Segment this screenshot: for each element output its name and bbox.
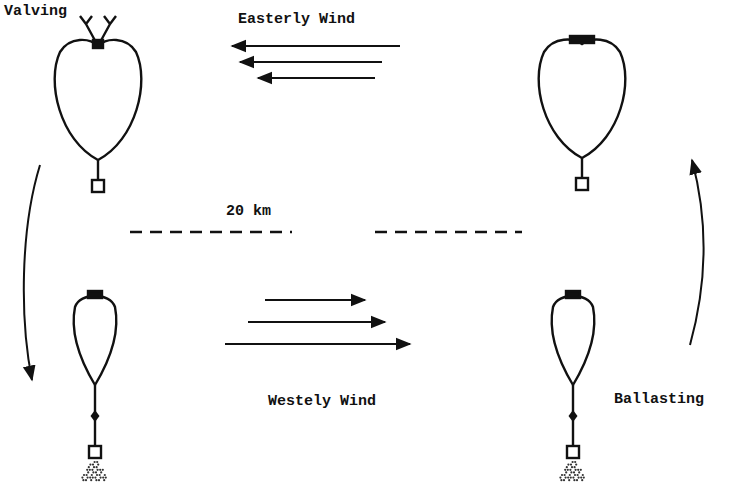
ballast-grain [575, 469, 577, 471]
ballast-grain [567, 469, 569, 471]
ballast-grain [96, 461, 98, 463]
ballast-grain [559, 477, 561, 479]
ballast-grain [89, 469, 91, 471]
ballast-grain [572, 477, 574, 479]
wind-arrows [232, 46, 400, 78]
ballast-grain [94, 461, 96, 463]
ballast-grain [567, 477, 569, 479]
ballast-grain [87, 477, 89, 479]
ballast-grain [580, 469, 582, 471]
ballast-grain [577, 469, 579, 471]
ballast-grain [104, 474, 106, 476]
ballast-grain [99, 469, 101, 471]
ballast-grain [561, 474, 563, 476]
balloon-envelope [539, 40, 626, 158]
ballast-grain [574, 466, 576, 468]
ballast-grain [92, 464, 94, 466]
ballast-grain [573, 471, 575, 473]
wind-label: Westely Wind [268, 394, 376, 411]
ballast-grain [98, 479, 100, 481]
ballast-grain [580, 477, 582, 479]
ballast-grain [86, 469, 88, 471]
ballast-grain [86, 474, 88, 476]
ballast-grain [577, 474, 579, 476]
ballast-grain [91, 469, 93, 471]
ballast-grain [569, 469, 571, 471]
ballast-grain [583, 477, 585, 479]
ballasting-label: Ballasting [614, 392, 704, 409]
ballast-grain [578, 471, 580, 473]
ballast-grain [87, 471, 89, 473]
ballast-grain [88, 466, 90, 468]
ballast-grain [96, 474, 98, 476]
ballast-grain [571, 466, 573, 468]
ballast-grain [570, 477, 572, 479]
ballast-grain [574, 461, 576, 463]
descent-arrow [24, 165, 40, 380]
ballast-grain [94, 477, 96, 479]
ballast-grain [581, 479, 583, 481]
ballast-grain [564, 469, 566, 471]
ballast-grain [95, 471, 97, 473]
ballast-grain [569, 474, 571, 476]
altitude-line [130, 231, 522, 233]
ballast-grain [566, 466, 568, 468]
valving-label: Valving [4, 4, 67, 21]
ballast-grain [89, 464, 91, 466]
ballast-grain [560, 479, 562, 481]
ballast-grain [575, 464, 577, 466]
ballast-grain [103, 479, 105, 481]
ballast-grain [572, 461, 574, 463]
ballast-grain [570, 464, 572, 466]
ballast-grain [102, 477, 104, 479]
ballast-grain [100, 477, 102, 479]
wind-label: Easterly Wind [238, 12, 355, 29]
ballast-grain [570, 471, 572, 473]
ballast-grain [91, 474, 93, 476]
ballast-grain [99, 474, 101, 476]
ballast-grain [95, 479, 97, 481]
balloon-envelope [552, 296, 595, 385]
ballast-grain [83, 474, 85, 476]
ballast-grain [105, 477, 107, 479]
altitude-label: 20 km [226, 204, 271, 221]
payload [92, 180, 104, 192]
ballast-grain [568, 479, 570, 481]
ballast-grain [96, 466, 98, 468]
ballast-grain [564, 474, 566, 476]
ballast-grain [565, 471, 567, 473]
balloon-envelope [55, 40, 142, 160]
ballast-grain [90, 479, 92, 481]
ballast-grain [97, 469, 99, 471]
wind-arrows [225, 300, 410, 344]
ballast-grain [93, 466, 95, 468]
ballast-grain [567, 464, 569, 466]
ballast-grain [100, 471, 102, 473]
ballast-grain [89, 477, 91, 479]
ballast-grain [565, 477, 567, 479]
ballast-grain [102, 469, 104, 471]
payload [89, 446, 101, 458]
payload [567, 446, 579, 458]
ballast [81, 461, 585, 481]
ballast-grain [92, 471, 94, 473]
payload [576, 178, 588, 190]
ballast-grain [576, 479, 578, 481]
ballast-grain [573, 479, 575, 481]
ballast-grain [81, 477, 83, 479]
ballast-grain [82, 479, 84, 481]
ballast-grain [85, 479, 87, 481]
ballast-grain [92, 477, 94, 479]
ascent-arrow [690, 160, 704, 345]
ballast-grain [578, 477, 580, 479]
ballast-grain [582, 474, 584, 476]
ballast-grain [574, 474, 576, 476]
balloon-envelope [74, 296, 117, 385]
ballast-grain [563, 479, 565, 481]
ballast-grain [97, 464, 99, 466]
